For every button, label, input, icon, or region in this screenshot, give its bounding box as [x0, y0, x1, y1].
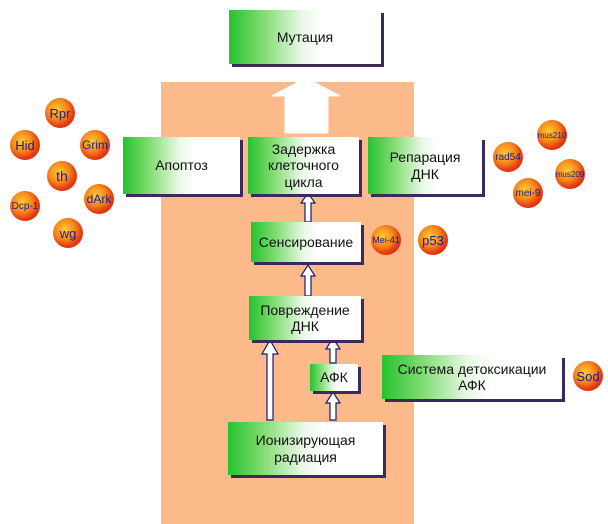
- ionizing-radiation-box: Ионизирующая радиация: [228, 422, 383, 475]
- gene-hid: Hid: [10, 130, 40, 160]
- ros-detox-label: Система детоксикации АФК: [397, 360, 547, 393]
- dna-repair-label: Репарация ДНК: [389, 149, 461, 182]
- ionizing-radiation-label: Ионизирующая радиация: [255, 432, 356, 465]
- arrow-sensing-to-delay: [299, 191, 317, 223]
- mutation-label: Мутация: [276, 28, 334, 45]
- arrow-radiation-to-damage: [260, 338, 280, 421]
- ros-detox-box: Система детоксикации АФК: [382, 355, 562, 399]
- arrow-to-mutation: [271, 77, 341, 134]
- gene-rad54: rad54: [493, 142, 523, 172]
- arrow-damage-to-sensing: [299, 263, 317, 297]
- gene-mus209: mus209: [555, 159, 585, 189]
- ros-label: АФК: [320, 369, 348, 386]
- sensing-label: Сенсирование: [258, 233, 354, 250]
- gene-th: th: [47, 161, 77, 191]
- cell-cycle-delay-label: Задержка клеточного цикла: [268, 141, 339, 190]
- gene-mei9: mei-9: [513, 178, 543, 208]
- arrow-radiation-to-ros: [324, 390, 342, 421]
- gene-sod: Sod: [573, 361, 603, 391]
- dna-damage-label: Повреждение ДНК: [260, 301, 350, 334]
- dna-damage-box: Повреждение ДНК: [249, 296, 361, 340]
- apoptosis-box: Апоптоз: [123, 137, 240, 194]
- arrow-ros-to-damage: [324, 336, 342, 364]
- gene-mus210: mus210: [537, 120, 567, 150]
- gene-rpr: Rpr: [45, 98, 75, 128]
- gene-grim: Grim: [80, 130, 110, 160]
- cell-cycle-delay-box: Задержка клеточного цикла: [248, 137, 359, 194]
- gene-dark: dArk: [84, 184, 114, 214]
- gene-mei41: Mei-41: [371, 225, 401, 255]
- apoptosis-label: Апоптоз: [155, 157, 208, 174]
- dna-repair-box: Репарация ДНК: [368, 137, 482, 194]
- sensing-box: Сенсирование: [251, 222, 361, 262]
- gene-dcp1: Dcp-1: [10, 191, 40, 221]
- ros-box: АФК: [310, 364, 358, 391]
- mutation-box: Мутация: [229, 10, 381, 64]
- gene-wg: wg: [53, 218, 83, 248]
- gene-p53: p53: [418, 225, 448, 255]
